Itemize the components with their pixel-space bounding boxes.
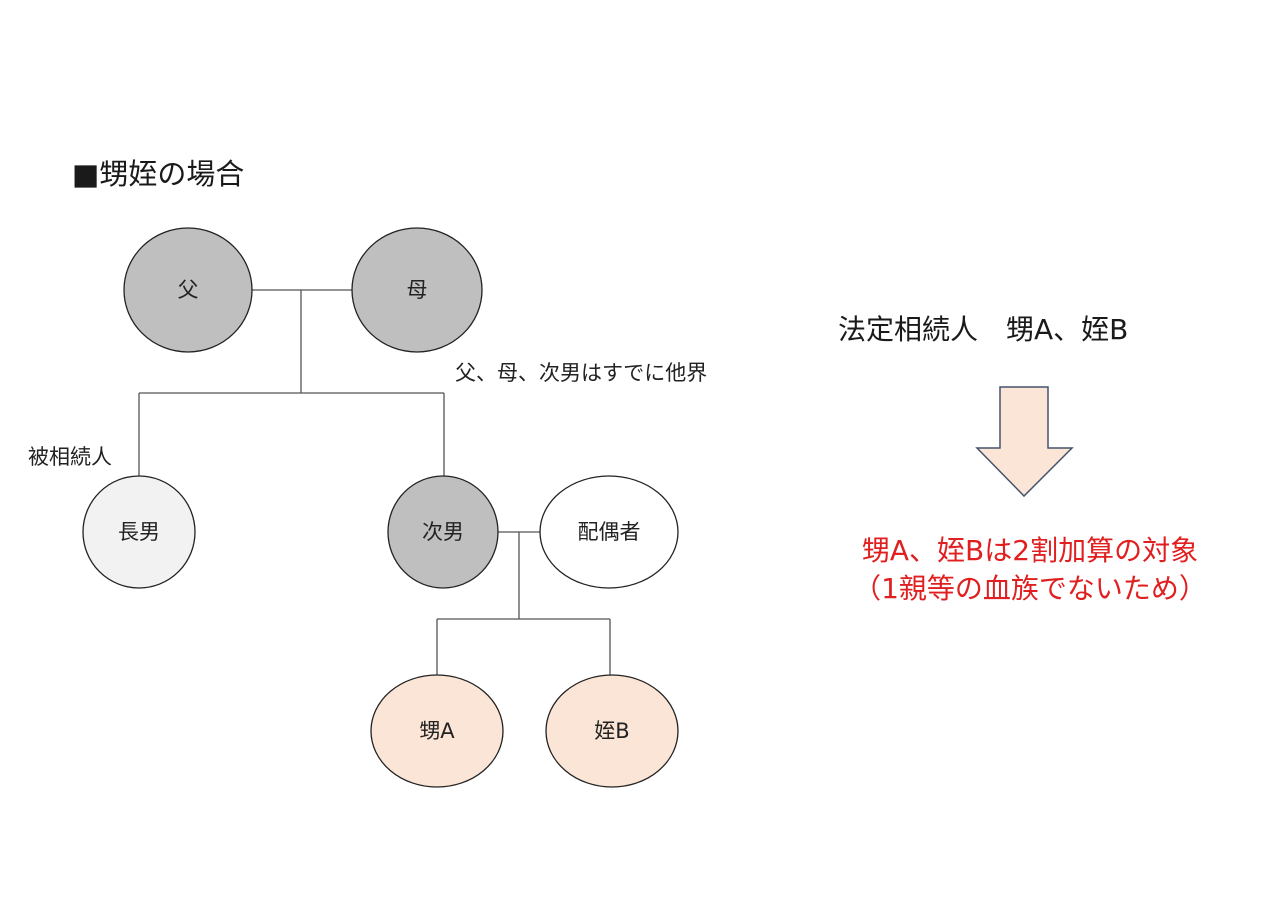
node-second-son: 次男 (387, 475, 499, 589)
node-mother-label: 母 (407, 278, 428, 302)
node-niece: 姪B (545, 674, 679, 788)
node-eldest-son-label: 長男 (118, 520, 160, 544)
node-niece-label: 姪B (594, 719, 629, 743)
node-mother: 母 (351, 227, 483, 353)
page-title: ■甥姪の場合 (72, 157, 245, 191)
node-nephew: 甥A (370, 674, 504, 788)
node-nephew-label: 甥A (419, 719, 455, 743)
down-arrow-icon (975, 386, 1074, 498)
legal-heirs-text: 法定相続人 甥A、姪B (838, 313, 1129, 346)
deceased-note: 父、母、次男はすでに他界 (455, 361, 708, 385)
connector-lines (138, 289, 611, 676)
conclusion-line-1: 甥A、姪Bは2割加算の対象 (861, 534, 1199, 567)
node-spouse: 配偶者 (539, 475, 679, 589)
node-eldest-son: 長男 (82, 475, 196, 589)
node-father-label: 父 (178, 278, 199, 302)
node-spouse-label: 配偶者 (578, 520, 641, 544)
decedent-label: 被相続人 (28, 445, 112, 469)
conclusion-line-2: （1親等の血族でないため） (853, 572, 1207, 605)
conclusion-text: 甥A、姪Bは2割加算の対象 （1親等の血族でないため） (820, 532, 1240, 608)
node-second-son-label: 次男 (422, 520, 464, 544)
node-father: 父 (123, 227, 253, 353)
